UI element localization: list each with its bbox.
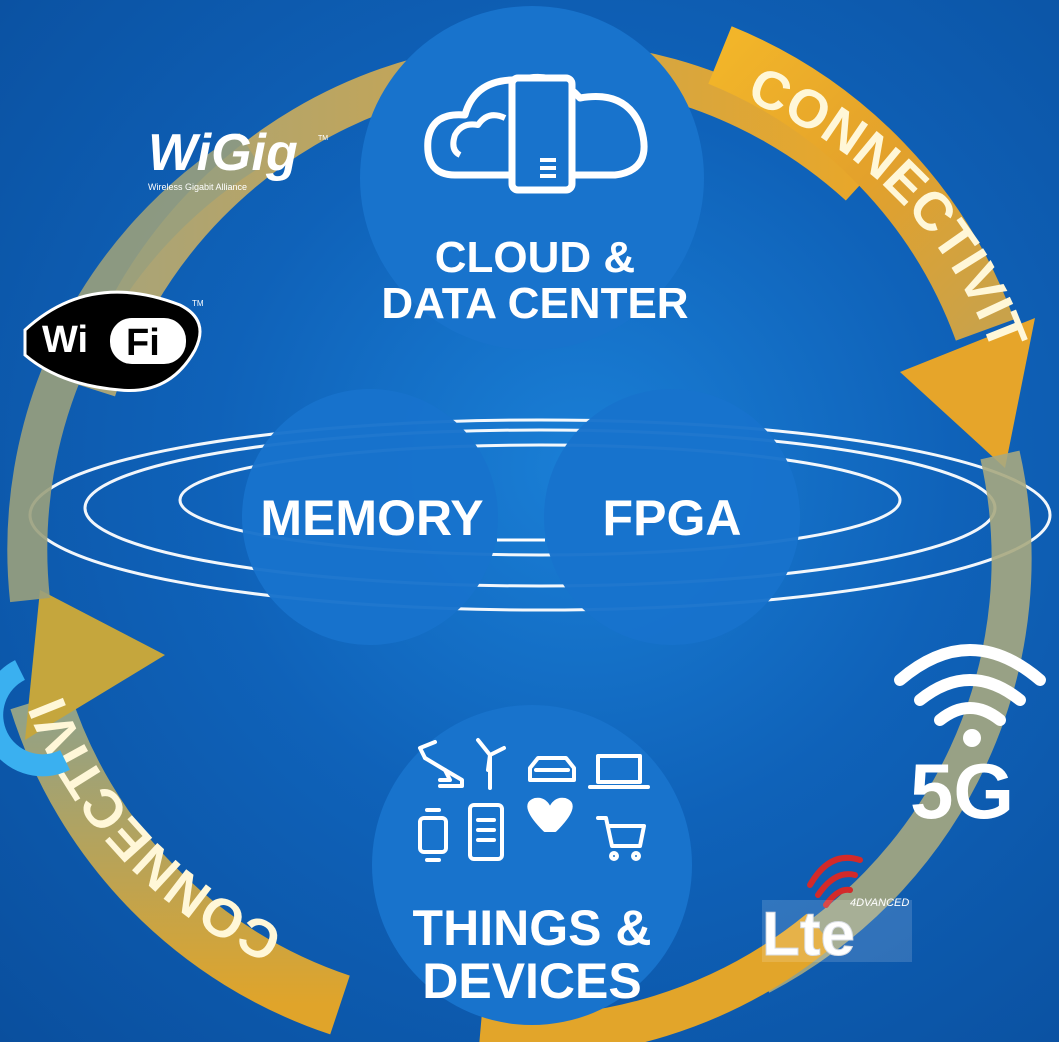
wifi-logo-right: Fi	[126, 322, 160, 364]
wifi-logo-left: Wi	[42, 319, 88, 361]
fpga-label: FPGA	[603, 490, 742, 546]
smartwatch-icon	[418, 808, 448, 862]
cloud-label-line2: DATA CENTER	[381, 279, 688, 328]
laptop-icon	[588, 754, 650, 789]
things-hub: THINGS & DEVICES	[372, 705, 692, 1025]
things-label-line2: DEVICES	[422, 953, 642, 1009]
lte-logo: Lte 4DVANCED	[762, 854, 912, 970]
tablet-icon	[468, 803, 504, 861]
cloud-label-line1: CLOUD &	[435, 233, 635, 282]
robot-arm-icon	[418, 740, 464, 788]
lte-signal-icon	[807, 854, 863, 908]
wind-turbine-icon	[476, 738, 506, 790]
arrowhead-right	[900, 318, 1035, 468]
orbit-rings	[28, 418, 1052, 612]
wigig-tm: TM	[318, 135, 328, 142]
things-label-line1: THINGS &	[413, 900, 652, 956]
cloud-server-icon	[424, 73, 648, 194]
wigig-tagline: Wireless Gigabit Alliance	[148, 182, 247, 192]
wigig-logo-text: WiGig	[148, 124, 298, 182]
cloud-hub: CLOUD & DATA CENTER	[360, 6, 704, 350]
wifi-tm: TM	[192, 299, 204, 308]
partial-logo-shape	[0, 660, 70, 777]
wireless-signal-icon	[894, 644, 1046, 726]
lte-superscript: 4DVANCED	[850, 897, 909, 909]
fiveg-logo: 5G	[894, 644, 1046, 835]
wigig-logo: WiGig Wireless Gigabit Alliance TM	[148, 124, 328, 192]
memory-label: MEMORY	[260, 490, 483, 546]
heart-pulse-icon	[527, 797, 573, 832]
wifi-logo: Wi Fi TM	[23, 290, 204, 392]
lte-label: Lte	[762, 900, 855, 969]
shopping-cart-icon	[596, 816, 646, 861]
memory-hub: MEMORY	[242, 389, 498, 645]
fiveg-label: 5G	[910, 747, 1014, 835]
car-icon	[528, 756, 576, 782]
fpga-hub: FPGA	[544, 389, 800, 645]
arrowhead-left	[25, 590, 165, 740]
